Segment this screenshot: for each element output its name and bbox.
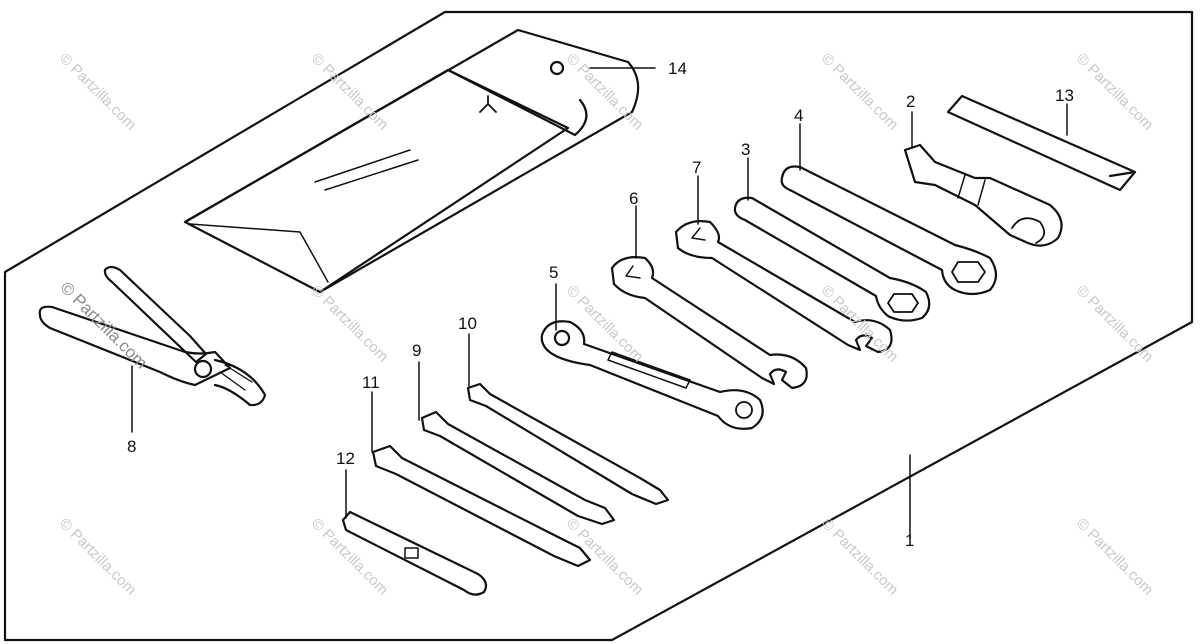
callout-7: 7 bbox=[692, 158, 702, 177]
callout-10: 10 bbox=[458, 314, 477, 333]
callout-14: 14 bbox=[668, 59, 687, 78]
leader-lines bbox=[131, 67, 1068, 539]
callout-12: 12 bbox=[336, 449, 355, 468]
callout-8: 8 bbox=[127, 437, 137, 456]
screwdriver-11 bbox=[371, 444, 592, 568]
open-end-wrench-6 bbox=[610, 256, 808, 390]
open-end-wrench-7 bbox=[674, 220, 893, 354]
box-wrench-medium bbox=[733, 196, 931, 322]
screwdriver-9 bbox=[420, 410, 616, 526]
socket-wrench bbox=[903, 143, 1063, 247]
pliers bbox=[38, 265, 267, 407]
callout-2: 2 bbox=[906, 92, 916, 111]
flat-spanner bbox=[341, 510, 488, 596]
callout-13: 13 bbox=[1055, 86, 1074, 105]
callout-9: 9 bbox=[412, 341, 422, 360]
callout-1: 1 bbox=[905, 531, 915, 550]
grip-handle bbox=[946, 94, 1137, 192]
callout-4: 4 bbox=[794, 106, 804, 125]
kit-boundary bbox=[3, 10, 1194, 642]
callout-3: 3 bbox=[741, 140, 751, 159]
callout-5: 5 bbox=[549, 263, 559, 282]
box-wrench-large bbox=[780, 165, 998, 296]
screwdriver-10 bbox=[466, 382, 670, 506]
callout-6: 6 bbox=[629, 189, 639, 208]
combination-wrench bbox=[540, 320, 764, 430]
tool-bag bbox=[183, 28, 640, 294]
callout-11: 11 bbox=[362, 373, 380, 392]
